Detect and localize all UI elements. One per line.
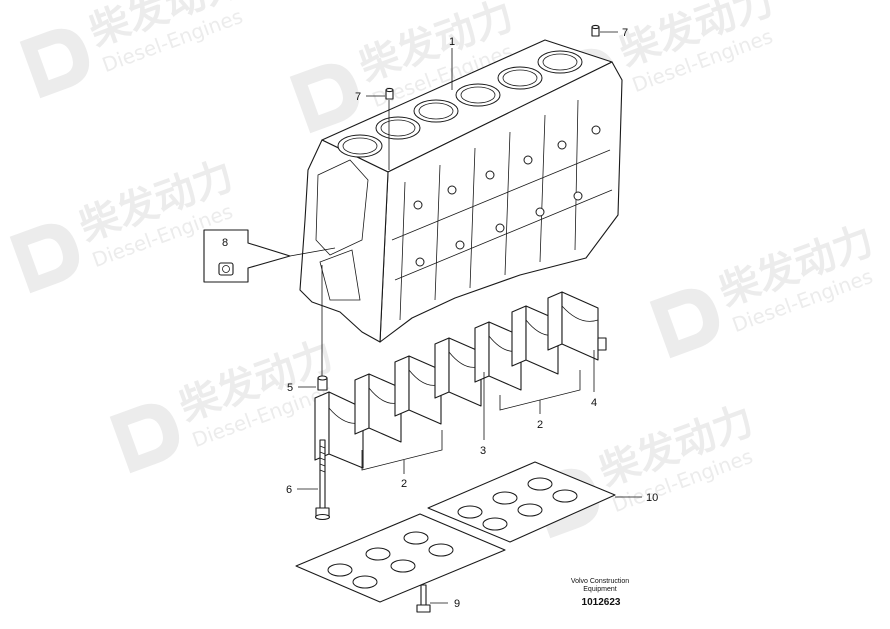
callout-frame-screw: 9 xyxy=(454,598,460,610)
cylinder-bore-1 xyxy=(337,134,383,158)
main-bearing-cap-3 xyxy=(394,355,442,425)
cylinder-bore-6 xyxy=(537,50,583,74)
frame-screw xyxy=(416,584,431,613)
callout-block: 1 xyxy=(449,36,455,48)
dowel-sleeve xyxy=(317,375,328,391)
detail-box-frame xyxy=(203,229,291,283)
callout-bolt: 6 xyxy=(286,484,292,496)
main-bearing-bolt xyxy=(314,439,331,521)
watermark-7: 柴发动力 Diesel-Engines xyxy=(529,398,760,539)
callout-plug-small: 8 xyxy=(222,237,228,249)
main-bearing-cap-4 xyxy=(434,337,482,407)
block-bosses xyxy=(413,125,601,267)
thrust-bearing-cap xyxy=(547,291,607,361)
callout-caps-upper: 2 xyxy=(537,419,543,431)
footer-company-line2: Equipment xyxy=(583,586,617,593)
block-ribs xyxy=(391,99,613,321)
watermark-logo-icon xyxy=(649,288,720,359)
watermark-logo-icon xyxy=(289,63,360,134)
callout-thrust-cap: 4 xyxy=(591,397,597,409)
watermark-6: 柴发动力 Diesel-Engines xyxy=(109,333,340,474)
bearing-frame xyxy=(295,461,616,603)
callout-plug: 7 xyxy=(622,27,628,39)
footer-drawing-number: 1012623 xyxy=(582,597,621,608)
detail-box-plug xyxy=(203,229,336,283)
plug-upper-right xyxy=(591,24,600,37)
block-front-face xyxy=(299,139,389,343)
callout-frame: 10 xyxy=(646,492,658,504)
callout-cap-set: 3 xyxy=(480,445,486,457)
callout-caps-lower: 2 xyxy=(401,478,407,490)
block-front-detail xyxy=(315,159,369,301)
frame-plate-rear xyxy=(427,461,616,543)
bolt-shank xyxy=(319,439,326,509)
cylinder-bore-4 xyxy=(455,83,501,107)
watermark-1: 柴发动力 Diesel-Engines xyxy=(19,0,250,99)
footer-company-line1: Volvo Construction xyxy=(571,578,629,585)
cylinder-bores xyxy=(337,50,583,158)
drawing-footer: Volvo Construction Equipment 1012623 xyxy=(571,578,629,608)
main-bearing-caps xyxy=(314,291,607,469)
plug-small-body xyxy=(218,262,234,276)
callout-sleeve: 5 xyxy=(287,382,293,394)
cylinder-bore-5 xyxy=(497,66,543,90)
screw-shank xyxy=(420,584,427,606)
cylinder-bore-2 xyxy=(375,116,421,140)
callout-plug-on-block: 7 xyxy=(355,91,361,103)
watermark-logo-icon xyxy=(19,28,90,99)
frame-holes xyxy=(327,477,578,589)
main-bearing-cap-2 xyxy=(354,373,402,443)
callout-labels: 1 7 7 8 5 6 2 3 2 4 10 9 xyxy=(222,27,658,610)
cylinder-bore-3 xyxy=(413,99,459,123)
plug-on-block xyxy=(385,87,394,100)
watermark-logo-icon xyxy=(9,223,80,294)
leader-lines xyxy=(297,31,642,604)
frame-plate-front xyxy=(295,513,506,603)
watermark-5: 柴发动力 Diesel-Engines xyxy=(649,218,880,359)
watermark-logo-icon xyxy=(109,403,180,474)
